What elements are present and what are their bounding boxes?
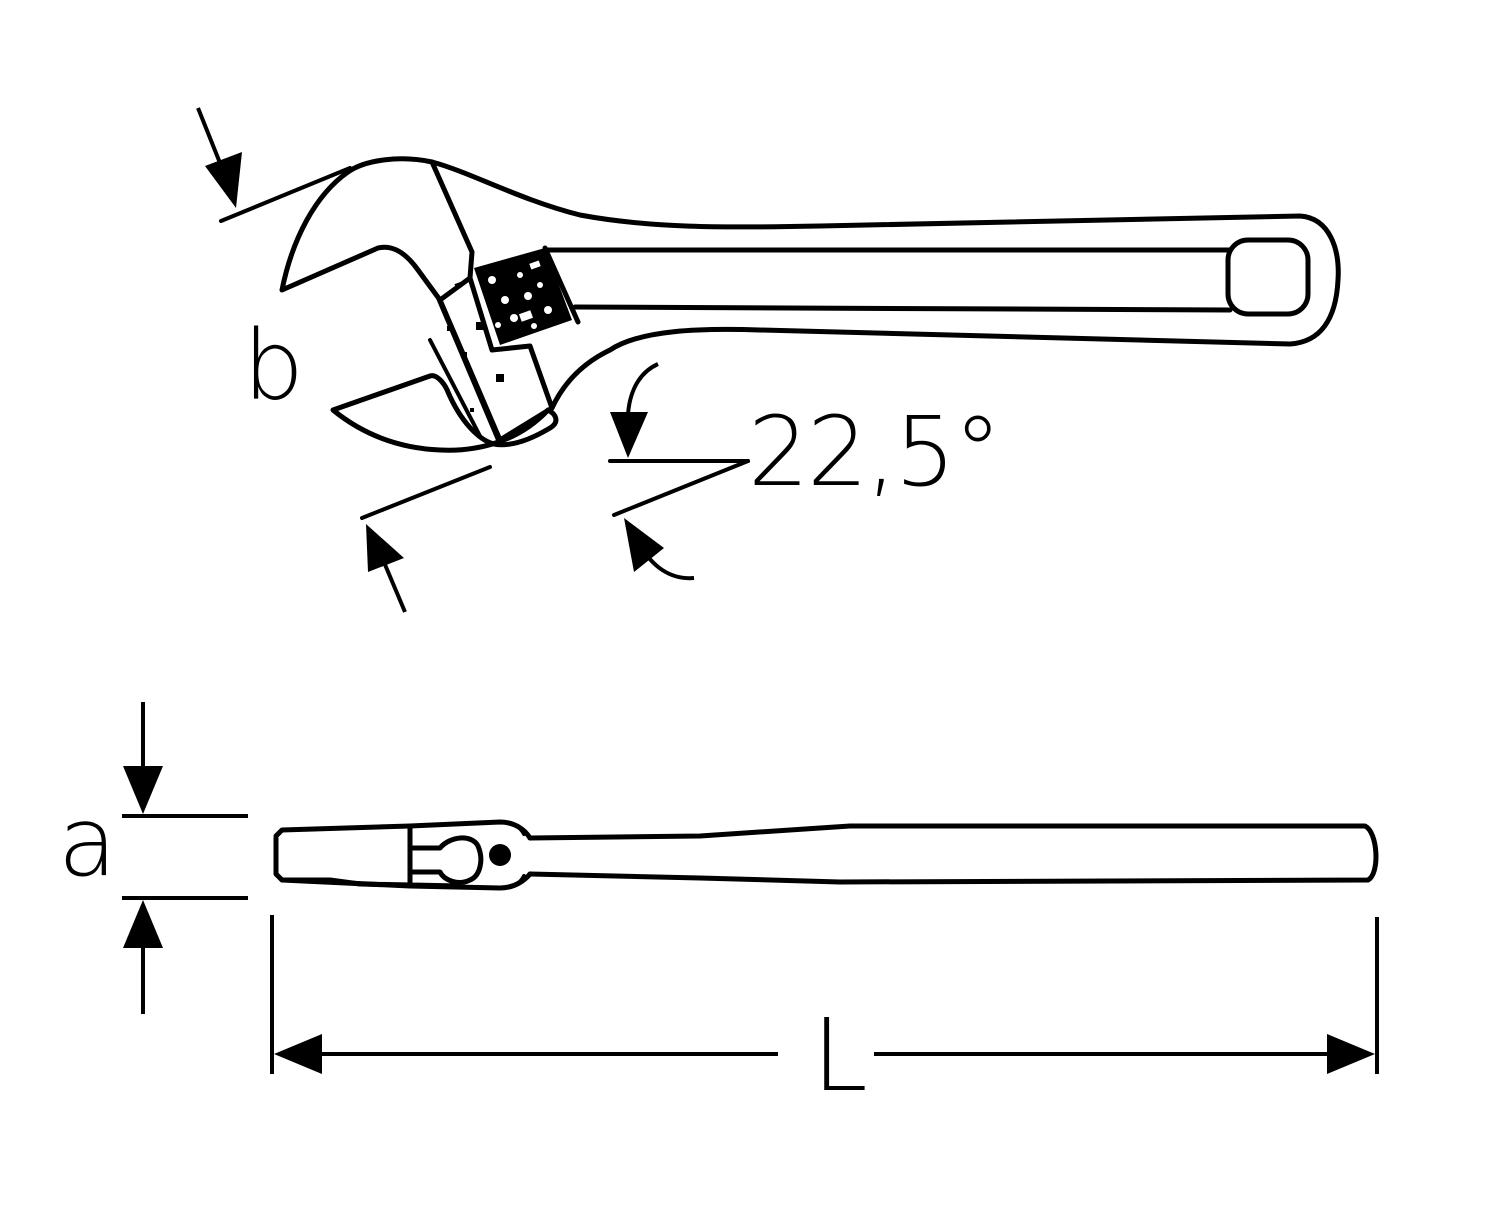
jaw-outline-top (273, 819, 533, 841)
angle-inclined-line (612, 459, 750, 517)
b-extension-top (219, 166, 352, 223)
b-arrowhead-top (205, 152, 242, 208)
ear-top (498, 820, 526, 836)
L-arrowhead-right (1327, 1034, 1375, 1074)
scale-marks (447, 281, 504, 412)
head-thickness-label: a (58, 786, 117, 898)
worm-screw (474, 245, 581, 345)
hang-hole (1225, 237, 1311, 317)
rack-edge (436, 296, 500, 442)
b-extension-bottom (360, 465, 492, 520)
b-arrowhead-bottom (366, 524, 404, 572)
dimension-angle (608, 362, 750, 581)
dimension-L (270, 915, 1379, 1074)
head-angle-label: 22,5° (748, 396, 1002, 508)
dimension-a (122, 702, 248, 1014)
angle-arrowhead-bottom (624, 518, 664, 572)
jaw-shank (429, 159, 475, 281)
pivot-pin (489, 844, 511, 866)
L-arrowhead-left (274, 1034, 322, 1074)
movable-jaw (330, 373, 559, 453)
handle-inner-bottom (572, 304, 1233, 313)
a-arrowhead-top (123, 766, 163, 814)
dimension-b (196, 107, 492, 613)
ear-bottom (498, 874, 526, 890)
a-arrowhead-bottom (123, 900, 163, 948)
wrench-side-view (279, 156, 1341, 453)
jaw-opening-label: b (243, 310, 304, 422)
handle-outline (429, 159, 1341, 411)
jaw-outline-bottom (279, 871, 533, 891)
handle-top-view (527, 823, 1379, 885)
rack-edge-2 (428, 338, 482, 438)
wrench-top-view (273, 819, 1379, 891)
fixed-jaw (279, 156, 443, 303)
angle-arrowhead-top (610, 412, 648, 458)
overall-length-label: L (806, 1006, 874, 1106)
